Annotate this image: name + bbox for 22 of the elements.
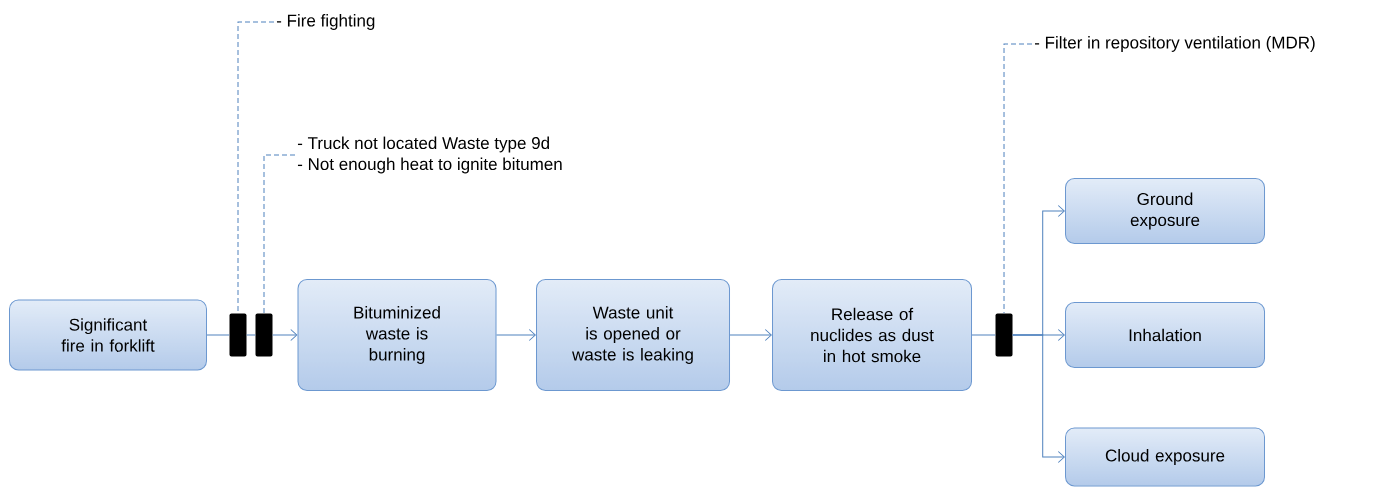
connector-line [971, 334, 996, 336]
connector-line [246, 334, 256, 336]
barrier-bar [255, 313, 273, 357]
process-box: Cloud exposure [1065, 427, 1265, 487]
leader-line [263, 154, 296, 314]
leader-line [1003, 43, 1033, 314]
barrier-note: - Filter in repository ventilation (MDR) [1034, 36, 1315, 52]
process-box: Release of nuclides as dust in hot smoke [772, 279, 972, 391]
arrow [729, 329, 772, 341]
arrow [496, 329, 536, 341]
barrier-bar [995, 313, 1013, 357]
arrow [272, 329, 298, 341]
barrier-note: - Truck not located Waste type 9d - Not enough heat to ignite bitumen [297, 136, 562, 174]
process-box: Waste unit is opened or waste is leaking [536, 279, 730, 391]
process-box: Inhalation [1065, 302, 1265, 368]
arrow [1012, 334, 1065, 463]
connector-line [206, 334, 230, 336]
process-box: Significant fire in forklift [9, 299, 207, 371]
process-box: Ground exposure [1065, 178, 1265, 244]
barrier-bar [229, 313, 247, 357]
barrier-note: - Fire fighting [276, 14, 375, 30]
process-box: Bituminized waste is burning [297, 279, 497, 391]
